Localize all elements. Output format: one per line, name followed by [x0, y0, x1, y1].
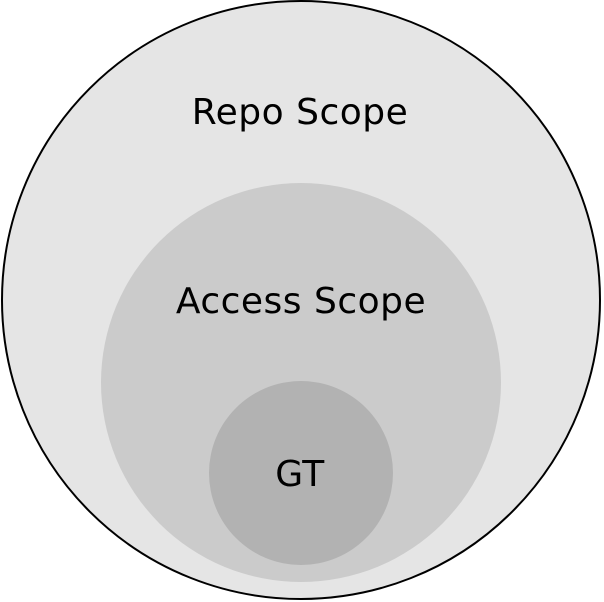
gt-circle — [209, 381, 393, 565]
gt-label: GT — [275, 454, 325, 495]
repo-scope-label: Repo Scope — [191, 92, 409, 133]
access-scope-label: Access Scope — [175, 281, 427, 322]
